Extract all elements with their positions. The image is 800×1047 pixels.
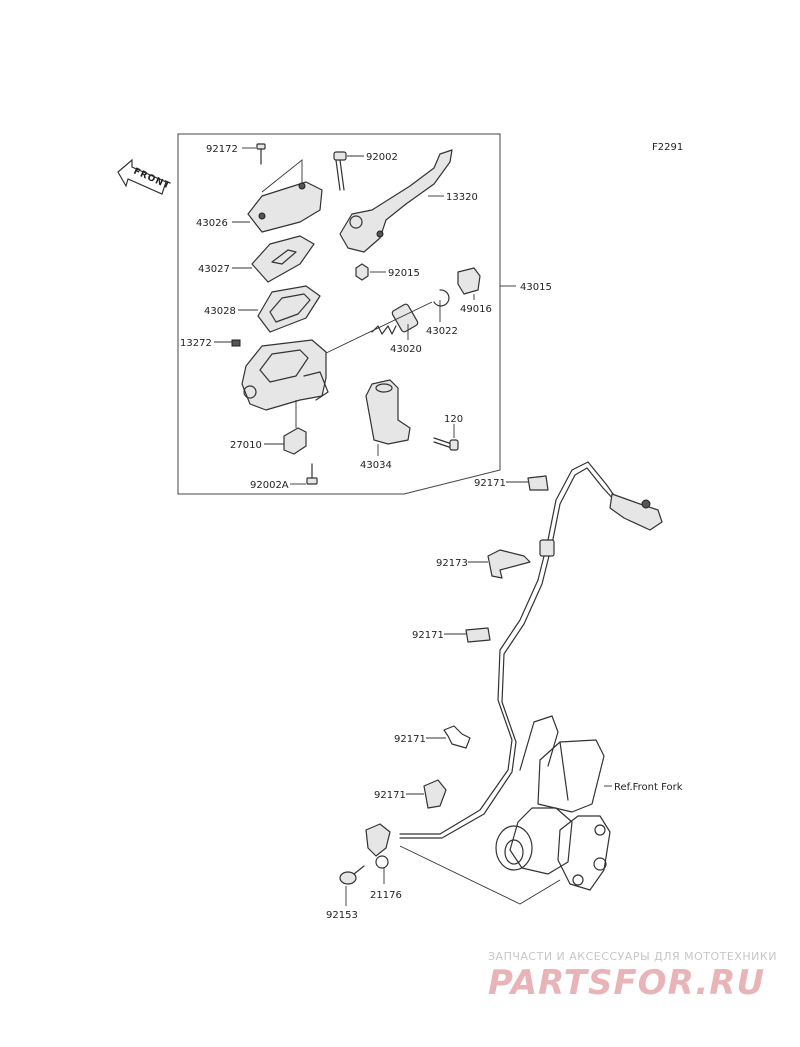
sensor-connector (609, 493, 663, 531)
label-92015: 92015 (388, 268, 420, 279)
bolt-92153 (339, 865, 365, 885)
front-fork-reference (495, 715, 611, 891)
screw-13272 (231, 339, 241, 347)
front-arrow-icon: FRONT (117, 158, 172, 195)
nut-92015 (355, 263, 369, 281)
bracket-92173 (487, 549, 531, 579)
brake-lever-13320 (339, 149, 453, 253)
label-92173: 92173 (436, 558, 468, 569)
clamp-43034 (365, 379, 411, 445)
plate-43027 (251, 235, 315, 283)
label-92002: 92002 (366, 152, 398, 163)
sensor-21176 (365, 823, 391, 869)
label-43015: 43015 (520, 282, 552, 293)
clip-92171-d (423, 779, 447, 809)
label-92171-b: 92171 (412, 630, 444, 641)
label-43028: 43028 (204, 306, 236, 317)
brake-hose (399, 461, 617, 835)
label-92153: 92153 (326, 910, 358, 921)
label-92002A: 92002A (250, 480, 289, 491)
reservoir-cap-43026 (247, 181, 323, 233)
label-13320: 13320 (446, 192, 478, 203)
watermark-logo: PARTSFOR.RU (488, 963, 766, 1003)
clip-92171-b (465, 627, 491, 643)
master-cylinder-assembly-frame (177, 133, 501, 495)
bolt-120 (433, 437, 459, 451)
label-92172: 92172 (206, 144, 238, 155)
watermark-subtitle: ЗАПЧАСТИ И АКСЕССУАРЫ ДЛЯ МОТОТЕХНИКИ (488, 950, 777, 963)
diagram-code: F2291 (652, 142, 683, 153)
label-43022: 43022 (426, 326, 458, 337)
label-21176: 21176 (370, 890, 402, 901)
bolt-92002 (333, 151, 347, 191)
screw-92002A (306, 463, 318, 485)
circlip-43022 (433, 289, 450, 307)
label-43026: 43026 (196, 218, 228, 229)
boot-49016 (457, 267, 481, 295)
label-43020: 43020 (390, 344, 422, 355)
label-92171-d: 92171 (374, 790, 406, 801)
label-92171-c: 92171 (394, 734, 426, 745)
switch-27010 (283, 427, 307, 455)
screw-92172 (256, 143, 266, 165)
label-49016: 49016 (460, 304, 492, 315)
master-cylinder-body (241, 339, 327, 411)
clip-92171-c (443, 725, 471, 749)
diaphragm-43028 (257, 285, 321, 333)
label-27010: 27010 (230, 440, 262, 451)
clip-92171-a (527, 475, 549, 491)
label-43027: 43027 (198, 264, 230, 275)
piston-kit-43020 (371, 303, 419, 335)
label-43034: 43034 (360, 460, 392, 471)
label-13272: 13272 (180, 338, 212, 349)
label-120: 120 (444, 414, 463, 425)
label-ref-front-fork: Ref.Front Fork (614, 782, 683, 793)
label-92171-a: 92171 (474, 478, 506, 489)
